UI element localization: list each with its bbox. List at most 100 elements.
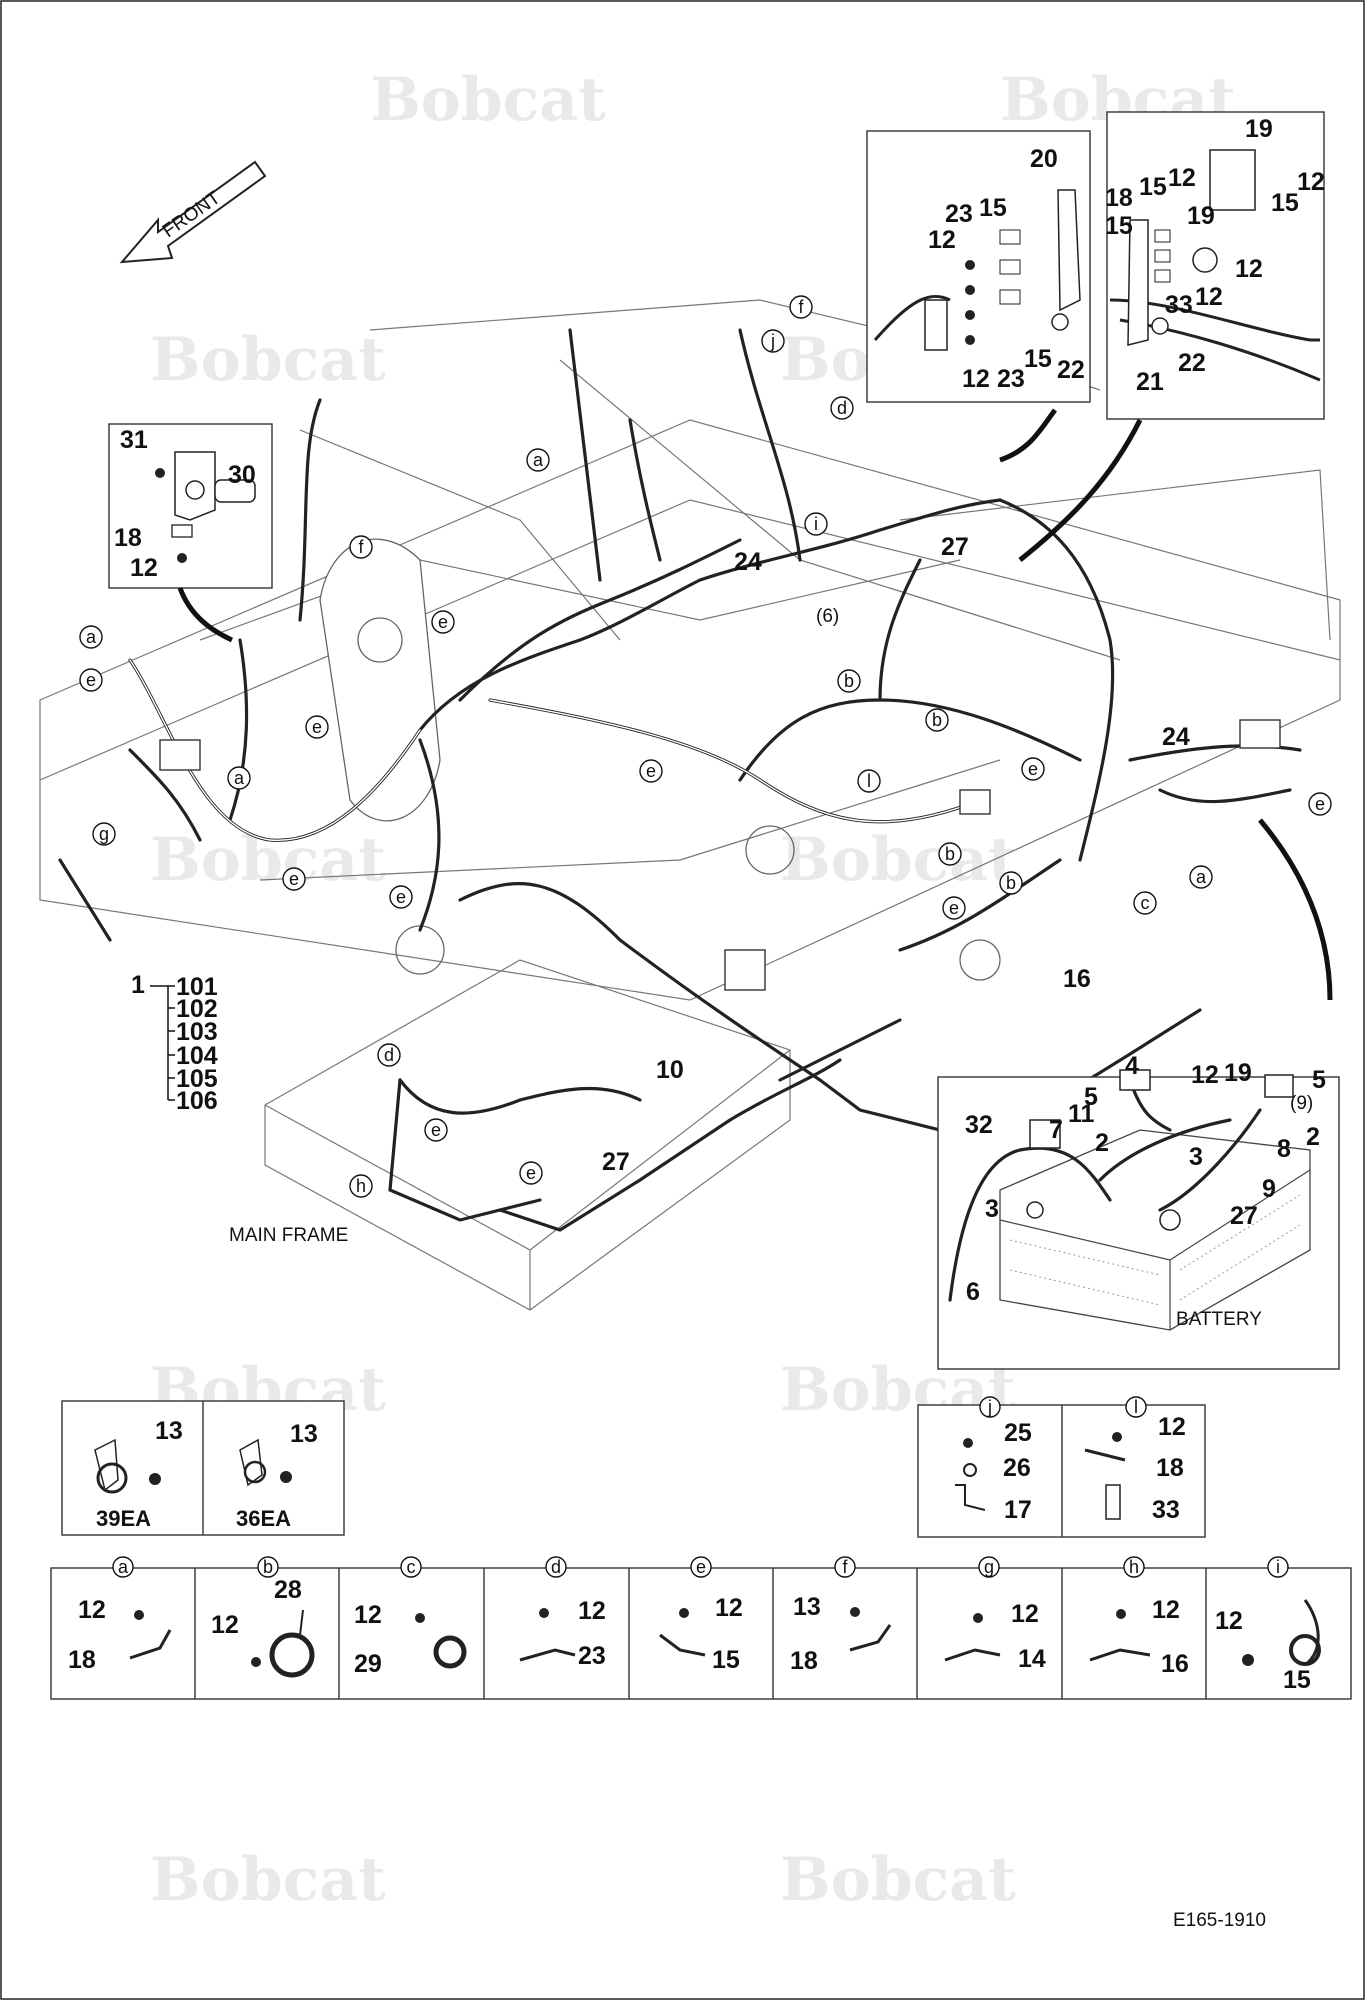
- watermark-text: Bobcat: [150, 825, 386, 895]
- detail-j: j 25 26 17: [955, 1396, 1032, 1524]
- svg-text:f: f: [798, 297, 804, 317]
- callout-l: l: [857, 769, 881, 793]
- part-label: 18: [68, 1646, 96, 1674]
- main-letter-callouts: a a a a b b b b c d d e e e e e e e e e …: [79, 295, 1332, 1198]
- part-label: 7: [1049, 1116, 1063, 1144]
- tank-box: [264, 959, 791, 1311]
- svg-text:d: d: [837, 398, 847, 418]
- part-label: 12: [354, 1601, 382, 1629]
- callout-g: g: [92, 822, 116, 846]
- part-label: 12: [211, 1611, 239, 1639]
- callout-e: e: [1021, 757, 1045, 781]
- svg-text:f: f: [842, 1557, 848, 1577]
- callout-a: a: [227, 766, 251, 790]
- svg-text:b: b: [932, 710, 942, 730]
- sub-item: 106: [176, 1087, 218, 1115]
- watermark: Bobcat: [370, 65, 606, 135]
- svg-text:f: f: [358, 537, 364, 557]
- callout-e: e: [639, 759, 663, 783]
- part-label: 31: [120, 426, 148, 454]
- part-label: 23: [997, 365, 1025, 393]
- frame-outline: [39, 419, 1341, 1001]
- svg-text:d: d: [384, 1045, 394, 1065]
- part-label: 15: [979, 194, 1007, 222]
- svg-text:a: a: [1196, 867, 1207, 887]
- callout-e: e: [282, 867, 306, 891]
- callout-e: e: [389, 885, 413, 909]
- part-label: 17: [1004, 1496, 1032, 1524]
- callout-e: e: [305, 715, 329, 739]
- callout-label: (6): [816, 606, 839, 627]
- clamp-count-table: 13 39EA 13 36EA: [61, 1400, 345, 1536]
- part-label: 2: [1306, 1123, 1320, 1151]
- svg-text:e: e: [1315, 794, 1325, 814]
- svg-text:g: g: [984, 1557, 994, 1577]
- callout-c: c: [1133, 891, 1157, 915]
- part-label: 23: [945, 200, 973, 228]
- callout-a: a: [526, 448, 550, 472]
- svg-text:h: h: [1129, 1557, 1139, 1577]
- detail-b: b 28 12: [211, 1556, 315, 1678]
- main-number-callouts: (6) 24 27 24 16 10 27: [602, 533, 1190, 1176]
- part-label: 13: [290, 1420, 318, 1448]
- detail-a: a 12 18: [68, 1556, 172, 1674]
- svg-text:b: b: [945, 844, 955, 864]
- svg-text:e: e: [949, 898, 959, 918]
- sub-item: 105: [176, 1065, 218, 1093]
- connector-block: [159, 739, 201, 771]
- part-label: 12: [1158, 1413, 1186, 1441]
- callout-d: d: [377, 1043, 401, 1067]
- part-label: 32: [965, 1111, 993, 1139]
- watermark-text: Bobcat: [780, 1845, 1016, 1915]
- detail-l: l 12 18 33: [1084, 1396, 1186, 1524]
- part-label: 11: [1068, 1100, 1095, 1128]
- part-label: 13: [155, 1417, 183, 1445]
- part-label: 5: [1084, 1083, 1098, 1111]
- part-label: 12: [1168, 164, 1196, 192]
- svg-text:d: d: [551, 1557, 561, 1577]
- part-label: 30: [228, 461, 256, 489]
- svg-text:b: b: [844, 671, 854, 691]
- front-direction-arrow: FRONT: [119, 160, 267, 264]
- pivot-hole: [745, 825, 795, 875]
- detail-f: f 13 18: [790, 1556, 892, 1675]
- callout-f: f: [789, 295, 813, 319]
- part-label: 18: [114, 524, 142, 552]
- drawing-number: E165-1910: [1173, 1910, 1266, 1931]
- part-label: 6: [966, 1278, 980, 1306]
- callout-number: 27: [602, 1148, 630, 1176]
- watermark: Bobcat: [150, 825, 386, 895]
- part-label: 22: [1057, 356, 1085, 384]
- part-label: 5: [1312, 1066, 1326, 1094]
- part-label: 18: [1156, 1454, 1184, 1482]
- part-label: 29: [354, 1650, 382, 1678]
- sub-item: 103: [176, 1018, 218, 1046]
- svg-text:h: h: [356, 1176, 366, 1196]
- svg-text:e: e: [438, 612, 448, 632]
- battery-detail: 4 12 19 5 5 (9) 2 7 3 11 32 2 8 3 9 27 6…: [937, 818, 1340, 1370]
- callout-e: e: [519, 1161, 543, 1185]
- part-label: 25: [1004, 1419, 1032, 1447]
- svg-text:j: j: [987, 1397, 992, 1417]
- watermark: Bobcat: [780, 825, 1016, 895]
- frame-rail: [899, 469, 1331, 641]
- pivot-hole: [959, 939, 1001, 981]
- svg-text:b: b: [263, 1557, 273, 1577]
- front-label: FRONT: [159, 187, 225, 242]
- qty-label: 36EA: [236, 1506, 291, 1531]
- part-label: 27: [1230, 1202, 1258, 1230]
- part-label: 12: [928, 226, 956, 254]
- svg-text:a: a: [533, 450, 544, 470]
- svg-text:i: i: [814, 514, 818, 534]
- detail-relay-bracket: 20 23 15 12 22 12 23 15: [866, 130, 1091, 463]
- part-label: 14: [1018, 1645, 1046, 1673]
- part-label: 18: [790, 1647, 818, 1675]
- part-label: 12: [1215, 1607, 1243, 1635]
- callout-i: i: [804, 512, 828, 536]
- watermark: Bobcat: [150, 1845, 386, 1915]
- part-label: 15: [1271, 189, 1299, 217]
- svg-text:c: c: [407, 1557, 416, 1577]
- part-label: 16: [1161, 1650, 1189, 1678]
- svg-text:e: e: [86, 670, 96, 690]
- battery-caption: BATTERY: [1176, 1309, 1262, 1330]
